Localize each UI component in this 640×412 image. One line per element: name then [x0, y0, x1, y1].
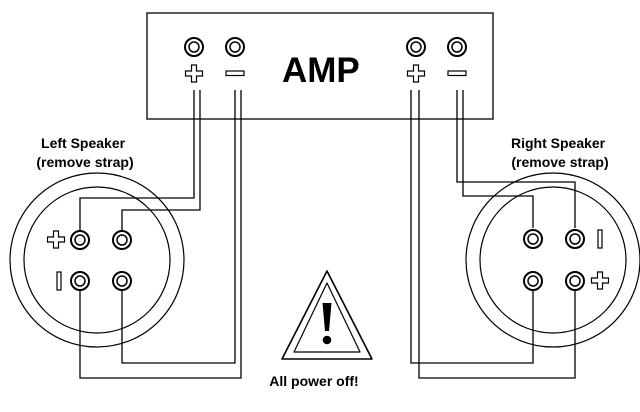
- amp-terminal-left-minus: [225, 37, 245, 57]
- wire-left-plus-secondary: [121, 90, 201, 240]
- left-speaker-plus-icon: [46, 230, 66, 249]
- amp-title: AMP: [282, 51, 360, 90]
- warning-label: All power off!: [269, 373, 358, 389]
- right-speaker-label: Right Speaker (remove strap): [511, 135, 609, 170]
- amp-right-plus-icon: [406, 64, 426, 83]
- right-terminal-bottom-left: [523, 271, 543, 291]
- wire-left-minus-secondary: [79, 90, 242, 379]
- left-speaker-outer-ring: [9, 172, 185, 348]
- right-speaker-outer-ring: [465, 172, 640, 348]
- right-speaker: [465, 172, 640, 348]
- left-terminal-bottom-left: [70, 271, 90, 291]
- right-speaker-minus-icon: [597, 229, 603, 249]
- amp-terminal-right-minus: [447, 37, 467, 57]
- wire-right-plus: [410, 90, 534, 364]
- wire-right-minus: [456, 90, 576, 228]
- wire-right-minus-secondary: [462, 90, 534, 228]
- wire-left-minus: [121, 90, 236, 364]
- right-speaker-plus-icon: [590, 271, 610, 290]
- wire-left-plus: [79, 90, 195, 240]
- left-speaker: [9, 172, 185, 348]
- right-terminal-bottom-right: [565, 271, 585, 291]
- left-speaker-label: Left Speaker (remove strap): [36, 135, 133, 170]
- right-speaker-inner-ring: [479, 186, 627, 334]
- warning-triangle-icon: [281, 270, 373, 360]
- amp-left-plus-icon: [184, 64, 204, 83]
- amp-terminal-left-plus: [184, 37, 204, 57]
- left-terminal-top-left: [70, 230, 90, 250]
- left-terminal-bottom-right: [112, 271, 132, 291]
- wire-right-plus-secondary: [418, 90, 576, 379]
- right-terminal-top-left: [523, 229, 543, 249]
- amp-right-minus-icon: [447, 70, 467, 77]
- amp-unit: AMP: [146, 12, 494, 120]
- left-terminal-top-right: [112, 230, 132, 250]
- amp-box: [146, 12, 494, 120]
- amp-left-minus-icon: [225, 70, 245, 77]
- wiring: [79, 90, 576, 379]
- left-speaker-minus-icon: [56, 271, 62, 291]
- amp-terminal-right-plus: [406, 37, 426, 57]
- left-speaker-inner-ring: [23, 186, 171, 334]
- right-terminal-top-right: [565, 229, 585, 249]
